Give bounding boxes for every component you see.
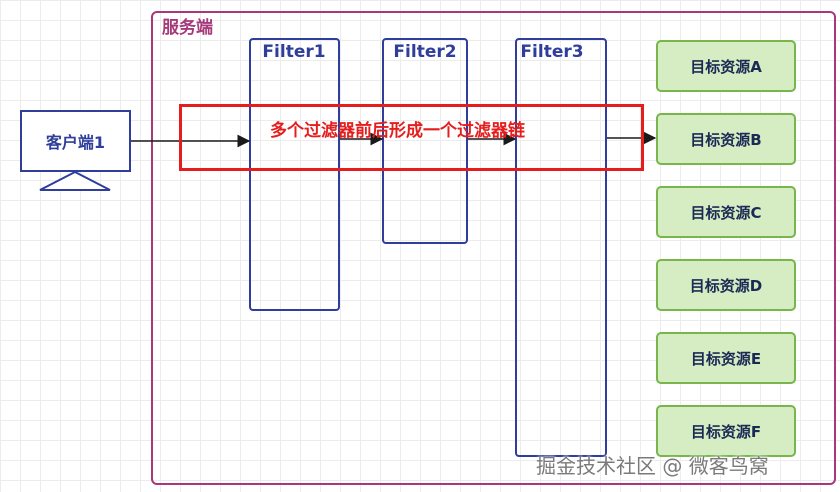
server-title: 服务端 (162, 18, 213, 38)
resource-f: 目标资源F (656, 405, 796, 457)
resource-e: 目标资源E (656, 332, 796, 384)
filter-2-label: Filter2 (393, 42, 457, 62)
filter-1-box (249, 38, 340, 311)
resource-d: 目标资源D (656, 259, 796, 311)
filter-1-label: Filter1 (262, 42, 326, 62)
filter-chain-highlight (179, 104, 644, 171)
filter-3-box (515, 38, 607, 457)
resource-a: 目标资源A (656, 40, 796, 92)
filter-3-label: Filter3 (520, 42, 584, 62)
resource-b: 目标资源B (656, 113, 796, 165)
resource-c: 目标资源C (656, 186, 796, 238)
monitor-stand (39, 170, 111, 191)
filter-chain-label: 多个过滤器前后形成一个过滤器链 (270, 121, 525, 141)
client-monitor: 客户端1 (20, 110, 131, 172)
client-label: 客户端1 (45, 133, 106, 152)
server-boundary (151, 11, 836, 485)
watermark: 掘金技术社区 @ 微客鸟窝 (536, 454, 769, 478)
